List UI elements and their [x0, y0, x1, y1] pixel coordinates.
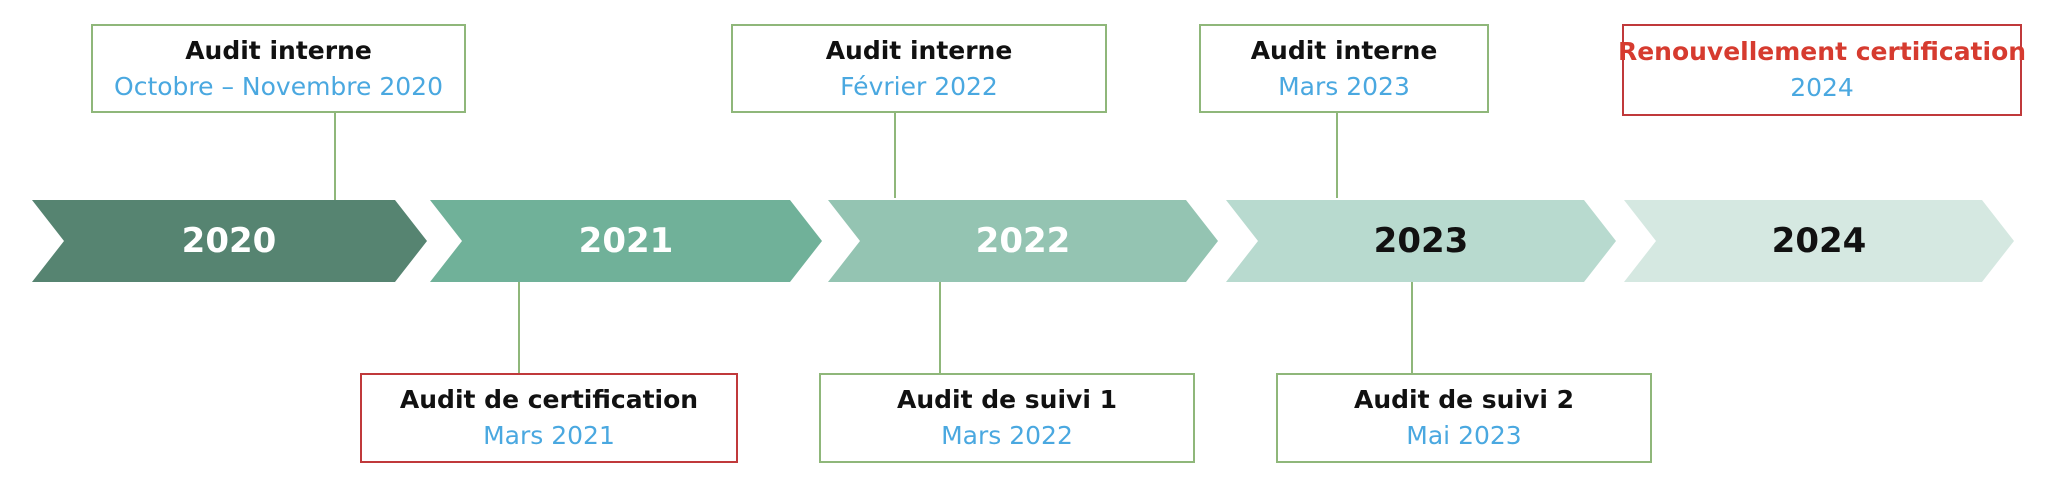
event-title: Audit de suivi 2 [1353, 385, 1575, 414]
chevron-2023 [1226, 200, 1616, 282]
event-title: Audit de certification [399, 385, 699, 414]
year-label-2024: 2024 [1772, 221, 1867, 261]
event-audit-suivi-2: Audit de suivi 2 Mai 2023 [1276, 373, 1652, 463]
event-date: Février 2022 [840, 71, 998, 101]
chevron-2024 [1624, 200, 2014, 282]
event-date: Mars 2021 [483, 421, 615, 450]
event-date: Mars 2022 [941, 421, 1073, 450]
year-label-2023: 2023 [1374, 221, 1469, 261]
event-audit-certification-2021: Audit de certification Mars 2021 [360, 373, 738, 463]
event-title: Audit de suivi 1 [896, 385, 1118, 414]
chevron-2020 [32, 200, 427, 282]
year-label-2022: 2022 [976, 221, 1071, 261]
event-title: Audit interne [825, 35, 1013, 65]
event-date: Octobre – Novembre 2020 [114, 71, 443, 101]
event-date: 2024 [1790, 73, 1854, 102]
connector-lines [334, 113, 1413, 373]
event-audit-interne-2023: Audit interne Mars 2023 [1199, 24, 1489, 113]
chevron-2022 [828, 200, 1218, 282]
event-date: Mai 2023 [1406, 421, 1522, 450]
year-label-2020: 2020 [182, 221, 277, 261]
event-audit-interne-2022: Audit interne Février 2022 [731, 24, 1107, 113]
event-title: Audit interne [185, 35, 372, 65]
event-audit-suivi-1: Audit de suivi 1 Mars 2022 [819, 373, 1195, 463]
event-title: Audit interne [1250, 35, 1438, 65]
year-label-2021: 2021 [579, 221, 674, 261]
chevron-2021 [430, 200, 822, 282]
event-renouvellement-2024: Renouvellement certification 2024 [1618, 24, 2026, 116]
event-date: Mars 2023 [1278, 71, 1410, 101]
event-audit-interne-2020: Audit interne Octobre – Novembre 2020 [91, 24, 466, 113]
event-title: Renouvellement certification [1617, 37, 2027, 66]
